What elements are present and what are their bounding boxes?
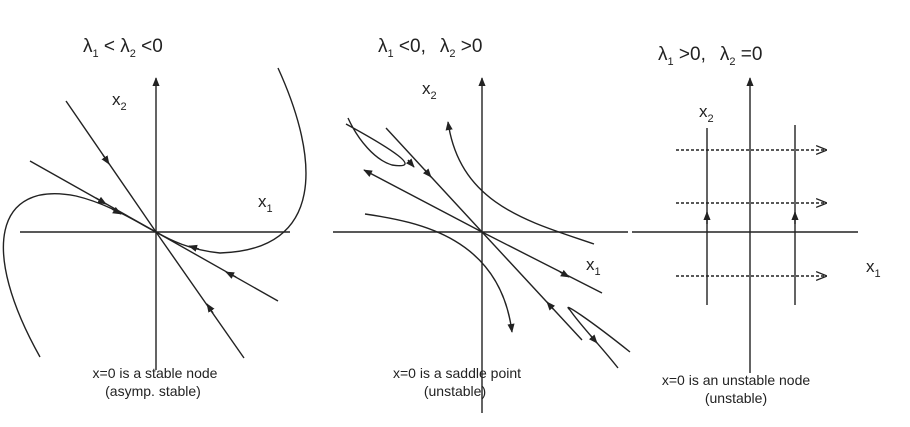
trajectory-hyperbola-lower-right <box>567 306 631 369</box>
arrow-stable-lower <box>546 301 556 311</box>
panel-2-caption-line1: x=0 is a saddle point <box>393 365 521 381</box>
panel-1-caption-line1: x=0 is a stable node <box>93 365 218 381</box>
panel-1-x1-label: x1 <box>258 192 273 215</box>
arrow-slow-left <box>95 196 107 205</box>
trajectory-fast-upper <box>65 100 157 233</box>
trajectory-unstable-left <box>363 169 483 233</box>
panel-3-x1-label: x1 <box>866 257 881 280</box>
arrow-curve-right <box>188 244 200 252</box>
panel-2-caption-line2: (unstable) <box>424 383 486 399</box>
panel-3-caption-line1: x=0 is an unstable node <box>662 372 810 388</box>
arrow-slow-right <box>225 271 237 279</box>
trajectory-slow-right <box>155 231 279 302</box>
arrow-hyperbola-lr <box>588 334 598 344</box>
trajectory-stable-upper <box>385 127 483 233</box>
trajectory-hyperbola-upper <box>445 121 595 245</box>
arrow-fast-lower <box>206 303 215 314</box>
arrow-curve-left <box>111 206 122 215</box>
trajectory-curve-right <box>155 67 307 254</box>
panel-2-x2-label: x2 <box>422 79 437 102</box>
trajectory-curve-left <box>2 193 157 358</box>
arrow-hyperbola-ul <box>405 158 415 168</box>
panel-2-x1-label: x1 <box>586 255 601 278</box>
trajectory-hyperbola-upper-left <box>345 117 406 167</box>
trajectory-stable-lower <box>481 231 583 341</box>
panel-3-caption-line2: (unstable) <box>705 390 767 406</box>
panel-3-title: λ1 >0,λ2 =0 <box>658 44 762 68</box>
trajectory-unstable-right <box>481 231 603 294</box>
arrow-unstable-right <box>559 269 570 278</box>
panel-1-x2-label: x2 <box>112 90 127 113</box>
panel-unstable-node <box>632 77 858 373</box>
trajectory-hyperbola-lower <box>364 213 515 333</box>
panel-saddle-point <box>333 77 631 413</box>
panel-1-title: λ1 < λ2 <0 <box>83 36 163 60</box>
panel-stable-node <box>2 67 307 370</box>
arrow-stable-upper <box>422 168 432 178</box>
panel-2-title: λ1 <0,λ2 >0 <box>378 36 482 60</box>
panel-1-caption-line2: (asymp. stable) <box>105 383 201 399</box>
panel-3-x2-label: x2 <box>699 102 714 125</box>
trajectory-fast-lower <box>155 231 245 359</box>
arrow-fast-upper <box>101 154 110 165</box>
